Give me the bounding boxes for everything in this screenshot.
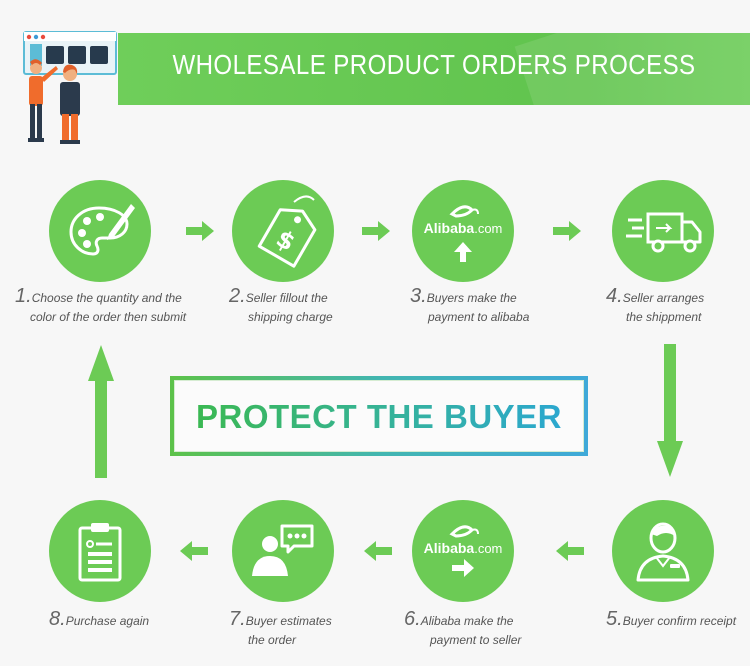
user-receipt-icon [636,522,690,582]
protect-inner-border [174,380,584,452]
step-3-number: 3. [410,285,427,307]
step-6-number: 6. [404,608,421,630]
step-7-label: 7.Buyer estimates the order [229,608,369,650]
upload-arrow-icon [454,242,472,262]
step-1-number: 1. [15,285,32,307]
alibaba-brand: Alibaba [423,540,475,556]
protect-the-buyer-box: PROTECT THE BUYER [170,376,588,456]
step-6-line1: Alibaba make the [420,614,514,628]
step-4-line1: Seller arranges [622,291,705,305]
step-1-label: 1.Choose the quantity and the color of t… [15,285,210,327]
user-chat-icon [252,524,314,576]
step-3-circle: Alibaba.com [412,180,514,282]
step-3-line1: Buyers make the [426,291,517,305]
flow-arrow-left-2 [364,541,392,561]
step-8-number: 8. [49,608,66,630]
slogan-text: PROTECT THE BUYER [174,398,584,436]
step-2-line1: Seller fillout the [245,291,328,305]
transfer-arrow-icon [452,559,474,577]
step-7-line2: the order [248,633,297,647]
palette-icon [69,204,135,256]
step-2-circle: $ [232,180,334,282]
step-8-line1: Purchase again [65,614,150,628]
step-1-line2: color of the order then submit [30,310,187,324]
step-3-label: 3.Buyers make the payment to alibaba [410,285,550,327]
step-6-line2: payment to seller [430,633,522,647]
step-7-number: 7. [229,608,246,630]
step-6-label: 6.Alibaba make the payment to seller [404,608,554,650]
alibaba-suffix: .com [474,541,503,556]
step-4-line2: the shippment [626,310,702,324]
step-8-label: 8.Purchase again [49,608,189,631]
flow-arrow-right-3 [553,221,581,241]
step-8-circle [49,500,151,602]
step-4-label: 4.Seller arranges the shippment [606,285,746,327]
presentation-people-illustration [23,31,117,144]
alibaba-brand: Alibaba [423,220,475,236]
step-2-number: 2. [229,285,246,307]
step-1-circle [49,180,151,282]
alibaba-logo-icon [449,525,479,538]
alibaba-logo-text: Alibaba.com [412,540,514,556]
flow-arrow-right-2 [362,221,390,241]
price-tag-icon: $ [257,195,317,268]
flow-arrow-down-big [657,344,683,477]
flow-arrow-left-3 [180,541,208,561]
step-7-line1: Buyer estimates [245,614,332,628]
step-4-number: 4. [606,285,623,307]
svg-text:$: $ [271,224,299,257]
step-5-line1: Buyer confirm receipt [622,614,737,628]
step-5-number: 5. [606,608,623,630]
alibaba-logo-icon [449,205,479,218]
title-banner: WHOLESALE PRODUCT ORDERS PROCESS [118,33,750,105]
step-2-label: 2.Seller fillout the shipping charge [229,285,369,327]
step-2-line2: shipping charge [248,310,333,324]
step-1-line1: Choose the quantity and the [31,291,182,305]
step-4-circle [612,180,714,282]
flow-arrow-up-big [88,345,114,478]
step-7-circle [232,500,334,602]
alibaba-logo-text: Alibaba.com [412,220,514,236]
delivery-truck-icon [626,212,702,253]
alibaba-suffix: .com [474,221,503,236]
step-5-circle [612,500,714,602]
flow-arrow-right-1 [186,221,214,241]
step-6-circle: Alibaba.com [412,500,514,602]
flow-arrow-left-1 [556,541,584,561]
step-3-line2: payment to alibaba [428,310,530,324]
page-title: WHOLESALE PRODUCT ORDERS PROCESS [172,49,696,80]
step-5-label: 5.Buyer confirm receipt [606,608,750,631]
clipboard-icon [78,523,122,582]
